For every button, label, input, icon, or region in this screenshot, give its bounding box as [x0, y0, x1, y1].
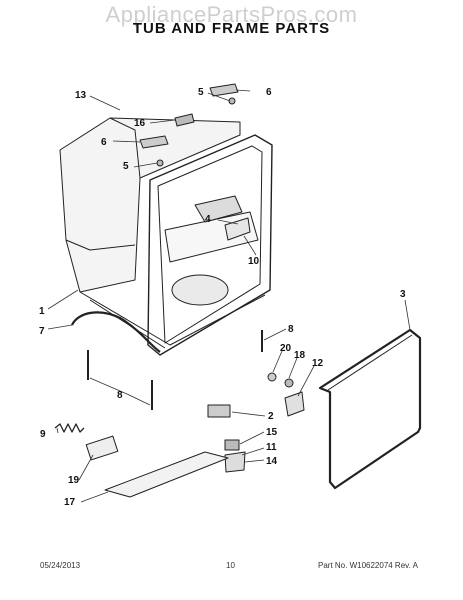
callout-20: 20 — [280, 343, 292, 354]
callout-1: 1 — [39, 306, 45, 317]
callout-8-left: 8 — [117, 390, 123, 401]
callout-17: 17 — [64, 497, 76, 508]
part-16 — [174, 113, 195, 127]
footer-page-number: 10 — [226, 561, 235, 570]
page-title: TUB AND FRAME PARTS — [132, 20, 331, 37]
callout-13: 13 — [75, 90, 87, 101]
callout-11: 11 — [266, 442, 277, 453]
callout-15: 15 — [266, 427, 278, 438]
part-2 — [207, 404, 231, 418]
part-19 — [85, 435, 119, 461]
footer-date: 05/24/2013 — [40, 561, 81, 570]
rack-rail-bracket — [194, 195, 243, 223]
hinge-bracket-mid — [139, 135, 169, 149]
callout-6-mid: 6 — [101, 137, 107, 148]
part-12-bracket — [284, 391, 305, 417]
part-17-kickplate — [104, 451, 229, 498]
part-14 — [224, 451, 246, 473]
part-15 — [224, 439, 240, 451]
sump — [171, 274, 229, 306]
callout-6-top: 6 — [266, 87, 272, 98]
callout-14: 14 — [266, 456, 278, 467]
callout-4: 4 — [205, 214, 211, 225]
callout-12: 12 — [312, 358, 324, 369]
callout-10: 10 — [248, 256, 260, 267]
part-9-spring — [54, 423, 85, 433]
callout-5-mid: 5 — [123, 161, 129, 172]
callout-5-top: 5 — [198, 87, 204, 98]
hinge-bracket-top — [209, 83, 239, 97]
footer-part-info: Part No. W10622074 Rev. A — [318, 561, 418, 570]
callout-7: 7 — [39, 326, 45, 337]
callout-19: 19 — [68, 475, 80, 486]
callout-9: 9 — [40, 429, 46, 440]
callout-16: 16 — [134, 118, 146, 129]
door-gasket — [318, 328, 422, 490]
screw-5-mid — [156, 159, 164, 167]
part-20 — [267, 372, 277, 382]
part-18 — [284, 378, 294, 388]
callout-18: 18 — [294, 350, 306, 361]
callout-8-right: 8 — [288, 324, 294, 335]
callout-3: 3 — [400, 289, 406, 300]
callout-2: 2 — [268, 411, 274, 422]
hose-7 — [71, 311, 161, 353]
watermark: AppliancePartsPros.com — [105, 2, 358, 27]
